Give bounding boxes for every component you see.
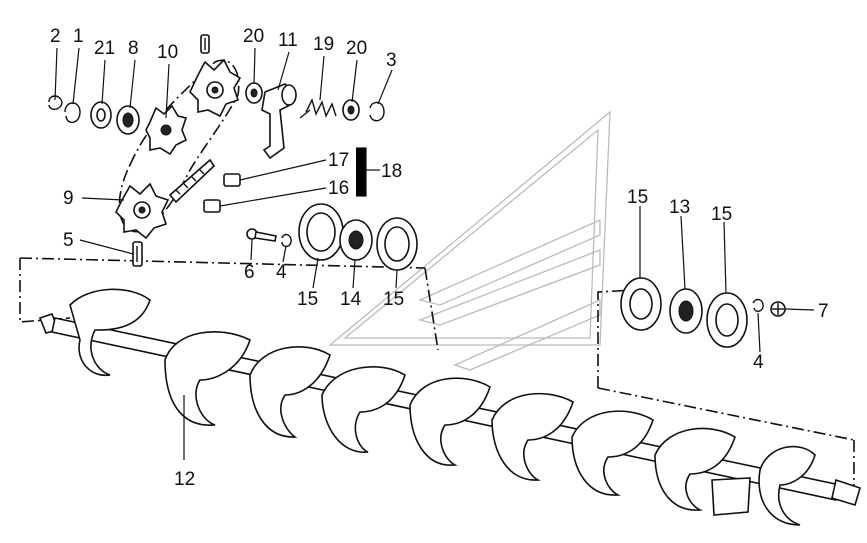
bearing-13: [669, 288, 703, 334]
washer-21: [90, 101, 112, 129]
circlip-1: [64, 102, 81, 123]
bearing-14: [339, 219, 373, 261]
spring-19: [299, 98, 337, 119]
callout-13: 13: [669, 197, 690, 218]
flange-15-b: [376, 217, 418, 271]
callout-8: 8: [128, 38, 139, 59]
callout-15-a: 15: [297, 289, 318, 310]
callout-18: 18: [381, 161, 402, 182]
callout-4-left: 4: [276, 262, 287, 283]
callout-labels: 2 1 21 8 10 20 11 19 20 3 17 18 16 9 5 6…: [50, 26, 829, 490]
chain-connector-17: [223, 173, 241, 187]
callout-4-right: 4: [753, 352, 764, 373]
callout-1: 1: [73, 26, 84, 47]
washer-4-left: [281, 233, 292, 248]
chain-link-5: [132, 241, 143, 267]
flange-15-d: [706, 292, 748, 348]
chain-link-top: [200, 34, 210, 54]
callout-15-b: 15: [383, 289, 404, 310]
washer-4-right: [752, 298, 764, 312]
callout-7: 7: [818, 301, 829, 322]
callout-2: 2: [50, 26, 61, 47]
callout-9: 9: [63, 188, 74, 209]
callout-3: 3: [386, 50, 397, 71]
flange-15-a: [298, 203, 344, 261]
callout-20-left: 20: [243, 26, 264, 47]
sprocket-9: [115, 182, 170, 240]
callout-14: 14: [340, 289, 362, 310]
tensioner-arm-11: [261, 83, 297, 160]
bolt-6: [246, 228, 277, 242]
callout-5: 5: [63, 230, 74, 251]
callout-15-c: 15: [627, 187, 648, 208]
callout-19: 19: [313, 34, 334, 55]
callout-10: 10: [157, 42, 178, 63]
washer-20-right: [342, 99, 360, 121]
retaining-ring-2: [48, 95, 63, 110]
auger-conveyor: [38, 288, 861, 526]
large-sprocket-top: [189, 58, 242, 118]
callout-6: 6: [244, 262, 255, 283]
bearing-8: [116, 105, 140, 135]
callout-17: 17: [328, 150, 349, 171]
callout-16: 16: [328, 178, 349, 199]
callout-11: 11: [278, 30, 298, 51]
callout-15-d: 15: [711, 204, 732, 225]
chain-connector-16: [203, 199, 221, 213]
callout-20-right: 20: [346, 38, 367, 59]
sprocket-10: [145, 104, 188, 156]
washer-20-left: [245, 82, 263, 104]
callout-12: 12: [174, 469, 195, 490]
callout-21: 21: [94, 38, 115, 59]
leader-lines: [54, 47, 815, 460]
retaining-ring-3: [369, 101, 385, 122]
nut-7: [770, 301, 786, 317]
drive-chain-segment: [168, 158, 216, 204]
watermark-logo: [328, 110, 611, 371]
flange-15-c: [620, 277, 662, 331]
